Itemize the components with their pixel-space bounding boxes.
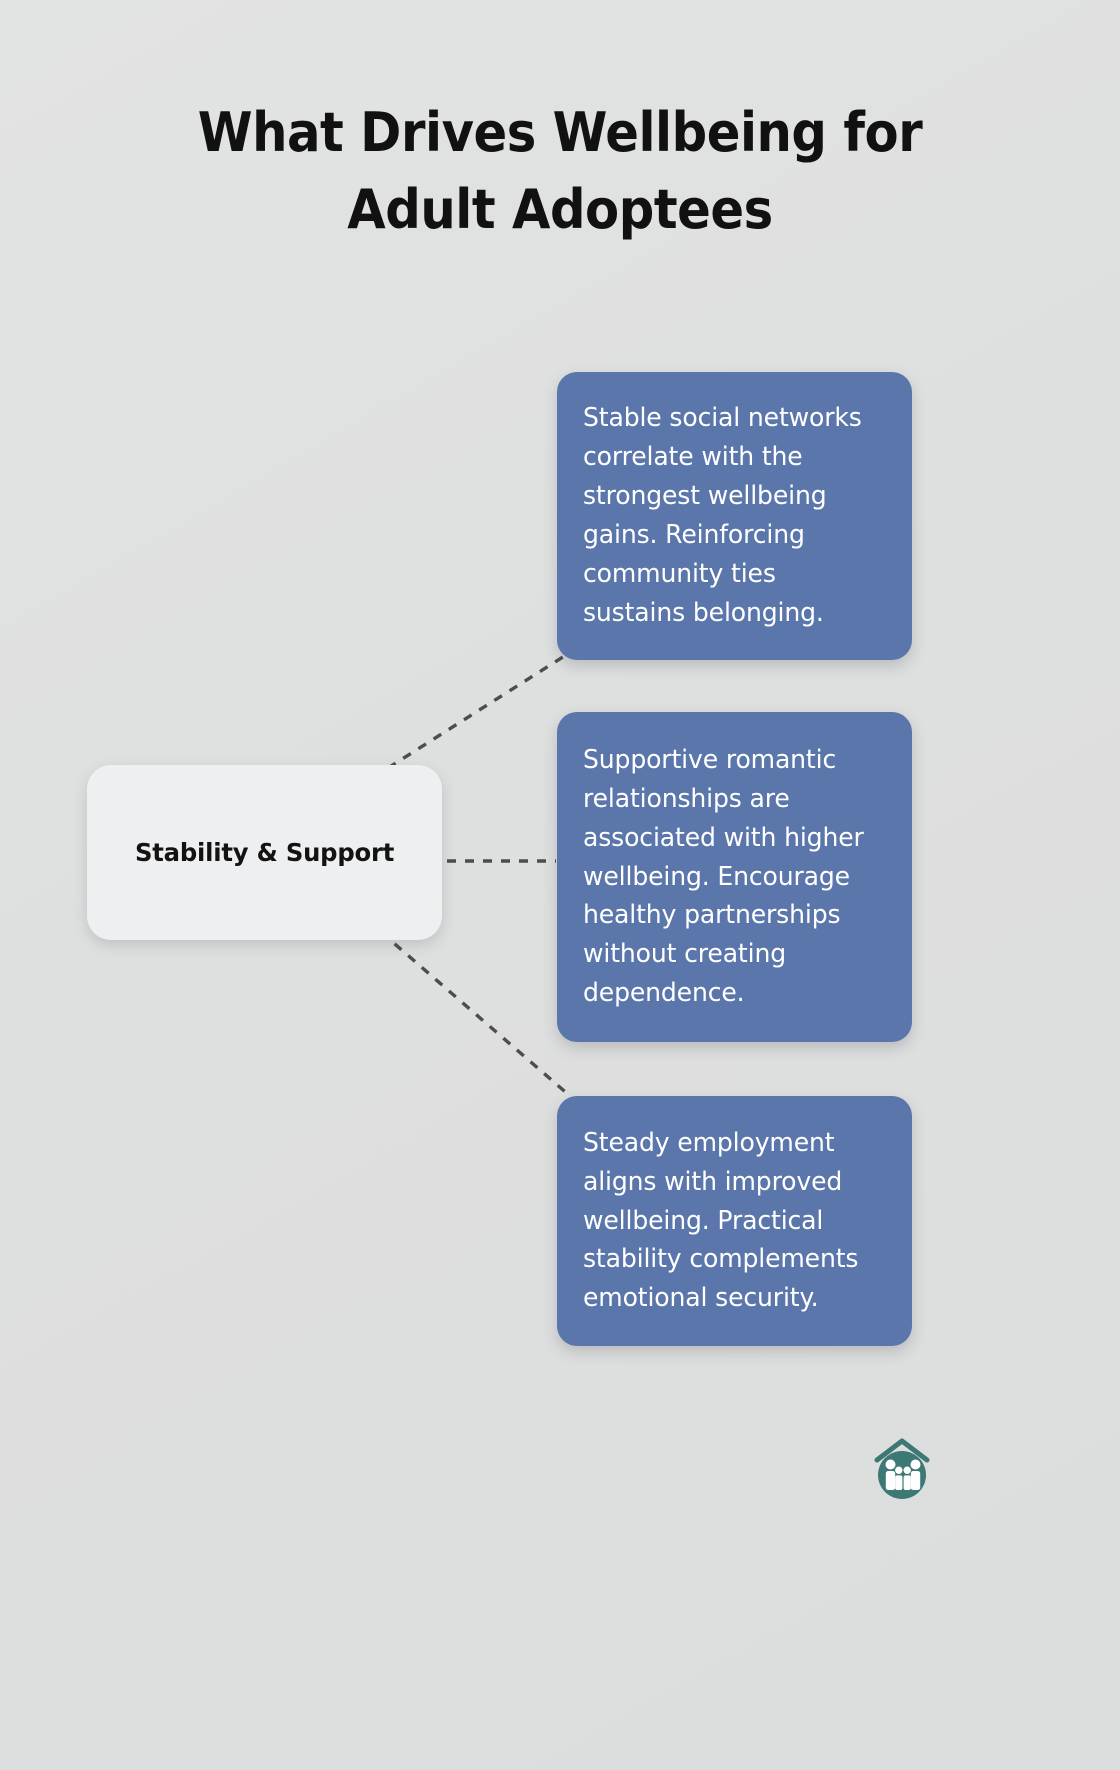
page-title: What Drives Wellbeing for Adult Adoptees [60,95,1060,248]
branch-card-text: Supportive romantic relationships are as… [583,744,864,1009]
connector-line-1 [387,653,567,770]
page-title-line-2: Adult Adoptees [347,177,773,241]
branch-card-romantic-relationships[interactable]: Supportive romantic relationships are as… [557,712,912,1042]
branch-card-text: Stable social networks correlate with th… [583,403,862,628]
center-node-label: Stability & Support [134,838,395,867]
family-figures-icon [885,1459,921,1490]
connector-line-3 [379,930,572,1098]
house-roof-icon [874,1438,930,1463]
page-title-line-1: What Drives Wellbeing for [197,101,923,164]
branch-card-text: Steady employment aligns with improved w… [583,1127,859,1314]
branch-card-steady-employment[interactable]: Steady employment aligns with improved w… [557,1096,912,1346]
family-house-logo [874,1438,930,1499]
branch-card-social-networks[interactable]: Stable social networks correlate with th… [557,372,912,660]
center-node[interactable]: Stability & Support [87,765,442,940]
